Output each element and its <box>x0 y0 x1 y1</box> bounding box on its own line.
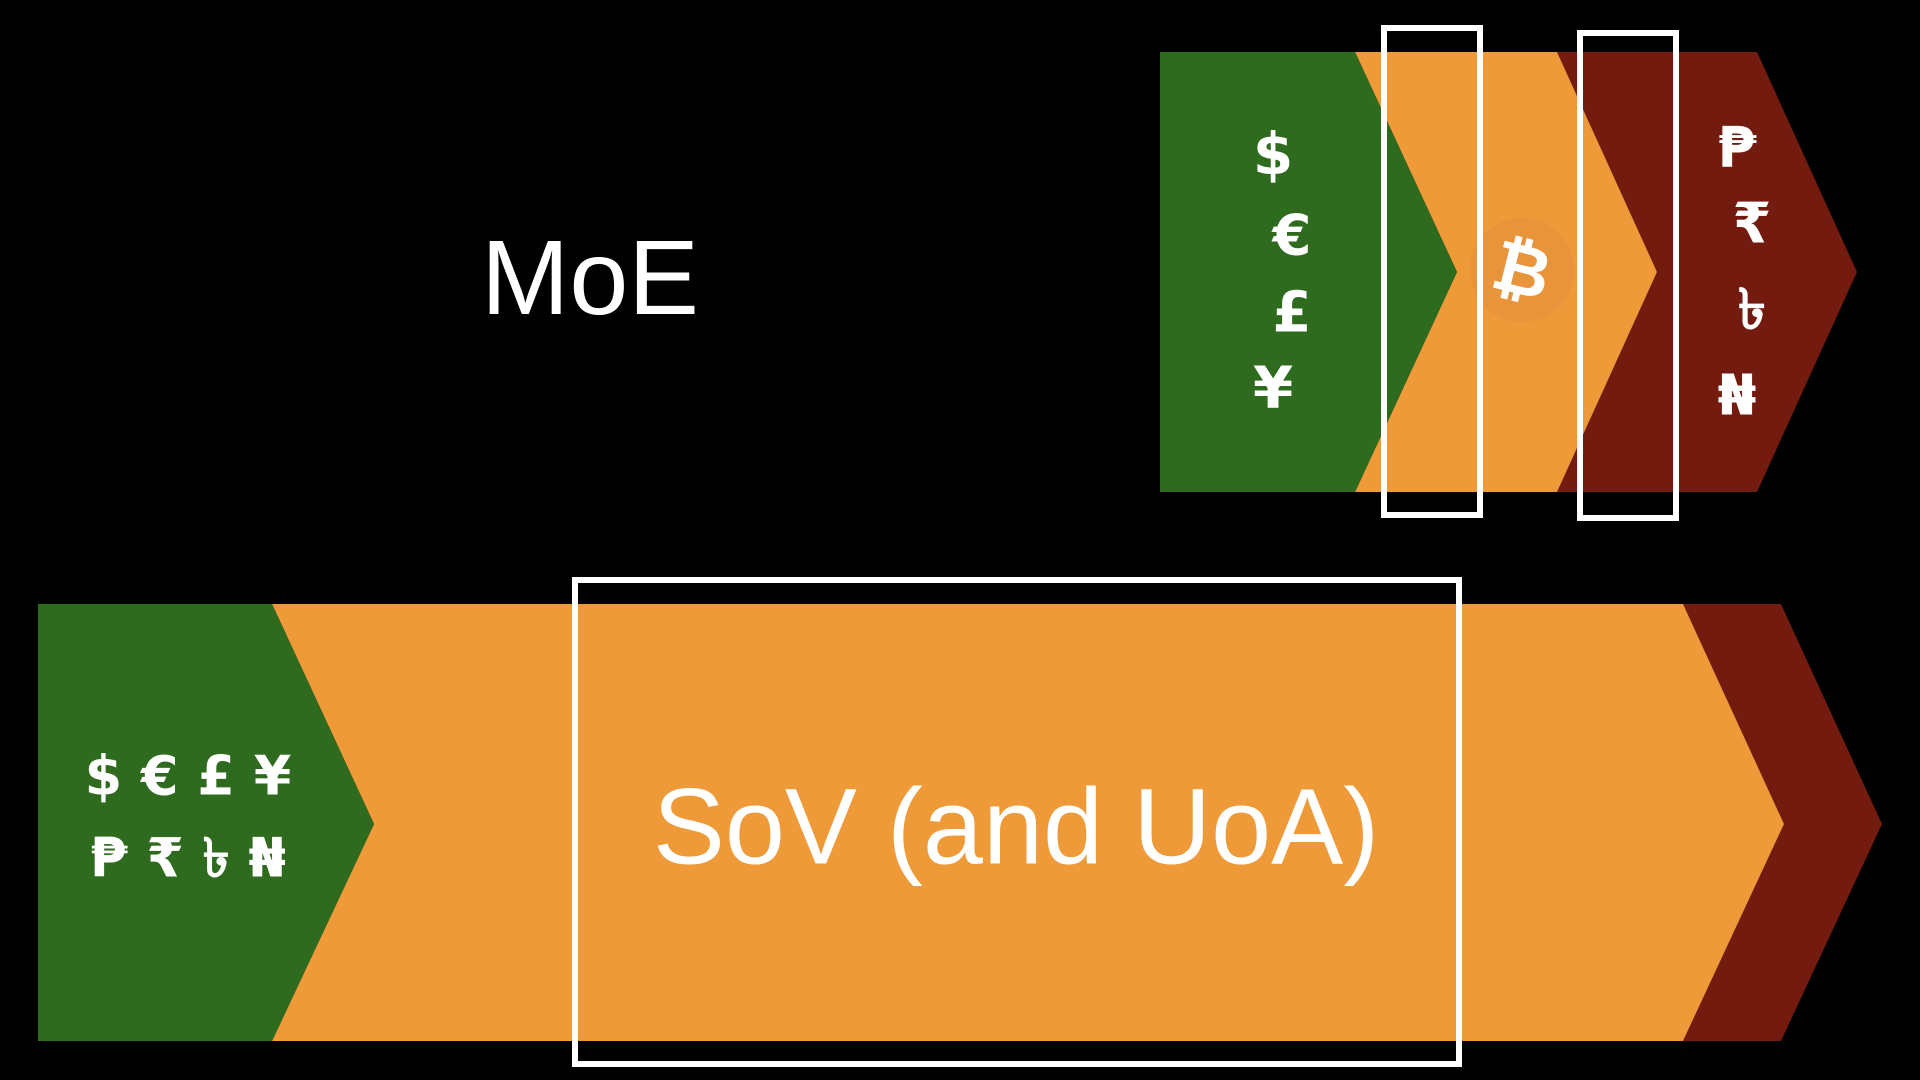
sov-orange-segment <box>272 604 1784 1041</box>
moe-fiat-symbol-3: £ <box>1273 281 1312 346</box>
sov-fiat-row-2: ₱ ₹ ৳ ₦ <box>90 827 286 890</box>
moe-other-symbol-1: ₱ <box>1718 116 1757 181</box>
moe-other-symbol-2: ₹ <box>1733 192 1772 257</box>
bitcoin-icon: ₿ <box>1470 218 1574 322</box>
moe-dark-red-segment <box>1557 52 1857 492</box>
moe-highlight-box-2 <box>1577 30 1679 521</box>
moe-fiat-symbol-1: $ <box>1253 120 1293 188</box>
sov-highlight-box <box>572 577 1462 1067</box>
moe-other-symbol-3: ৳ <box>1738 278 1766 343</box>
sov-fiat-row-1: $ € £ ¥ <box>85 745 292 808</box>
sov-dark-red-segment <box>1683 604 1882 1041</box>
moe-other-symbol-4: ₦ <box>1718 364 1757 429</box>
moe-highlight-box-1 <box>1381 25 1483 518</box>
moe-fiat-symbol-2: € <box>1271 204 1312 269</box>
moe-arrow: $ € £ ¥ ₿ ₱ ₹ ৳ ₦ <box>1160 52 1857 492</box>
moe-fiat-symbol-4: ¥ <box>1253 354 1293 422</box>
sov-arrow: $ € £ ¥ ₱ ₹ ৳ ₦ <box>38 604 1882 1041</box>
sov-green-segment <box>38 604 374 1041</box>
moe-label: MoE <box>481 219 699 337</box>
sov-label: SoV (and UoA) <box>653 766 1379 887</box>
